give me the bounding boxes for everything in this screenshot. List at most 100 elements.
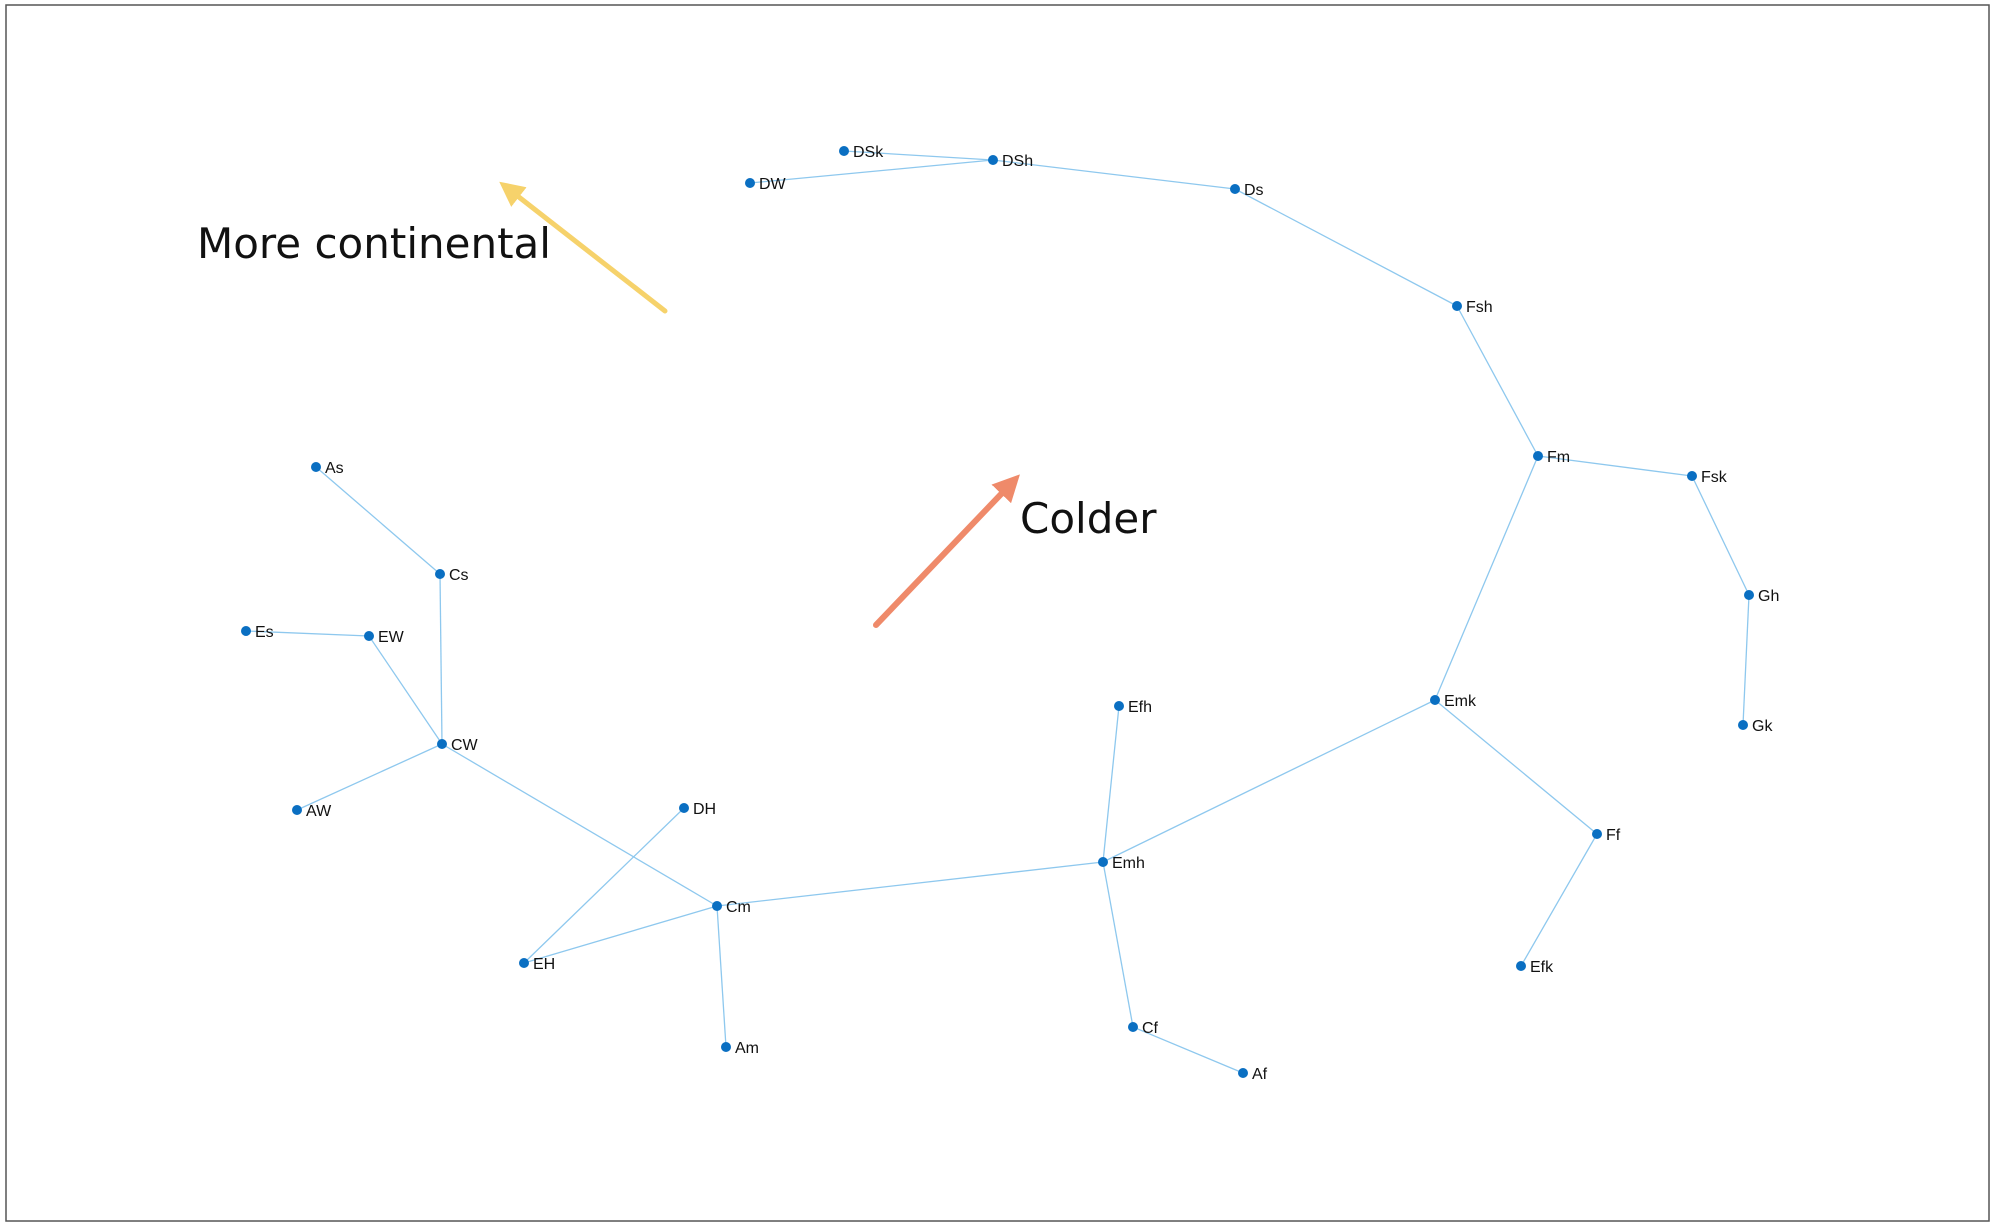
node-label: EW: [378, 629, 405, 646]
edge-Cm-EH: [523, 905, 718, 964]
node-label: As: [325, 460, 344, 477]
node-marker: [1238, 1068, 1248, 1078]
node-Cm: Cm: [712, 899, 751, 916]
node-label: DW: [759, 176, 787, 193]
edge-Efh-Emh: [1102, 705, 1120, 863]
edge-DSk-DSh: [843, 150, 994, 161]
diagram-frame: [5, 4, 1990, 1222]
node-Emk: Emk: [1430, 693, 1477, 710]
edge-Cm-CW: [441, 743, 718, 907]
node-AW: AW: [292, 803, 332, 820]
node-label: Fsk: [1701, 469, 1728, 486]
node-Af: Af: [1238, 1066, 1268, 1083]
node-label: Cf: [1142, 1020, 1159, 1037]
edge-Emk-Ff: [1434, 699, 1598, 835]
node-EW: EW: [364, 629, 405, 646]
node-label: CW: [451, 737, 479, 754]
node-Efk: Efk: [1516, 959, 1554, 976]
node-label: Cs: [449, 567, 469, 584]
node-label: Fm: [1547, 449, 1570, 466]
node-label: EH: [533, 956, 555, 973]
edge-DW-DSh: [749, 159, 994, 184]
node-Gh: Gh: [1744, 588, 1779, 605]
node-Emh: Emh: [1098, 855, 1145, 872]
node-EH: EH: [519, 956, 555, 973]
edge-Fm-Fsk: [1537, 455, 1693, 477]
node-marker: [745, 178, 755, 188]
node-Ds: Ds: [1230, 182, 1264, 199]
edge-Emh-Cf: [1102, 861, 1134, 1028]
node-marker: [1687, 471, 1697, 481]
node-DSh: DSh: [988, 153, 1033, 170]
node-Am: Am: [721, 1040, 759, 1057]
edge-EH-DH: [523, 807, 685, 964]
edge-Ff-Efk: [1520, 833, 1598, 967]
continental-label: More continental: [197, 219, 551, 268]
node-label: Emh: [1112, 855, 1145, 872]
continental-annotation: More continental: [197, 181, 668, 314]
edge-Emh-Cm: [716, 861, 1104, 907]
edge-Cs-As: [315, 466, 441, 575]
edge-CW-Cs: [439, 573, 443, 745]
node-CW: CW: [437, 737, 479, 754]
edge-Fsk-Gh: [1691, 475, 1750, 596]
node-Fm: Fm: [1533, 449, 1570, 466]
node-marker: [519, 958, 529, 968]
node-marker: [1516, 961, 1526, 971]
node-label: Gk: [1752, 718, 1773, 735]
edge-CW-AW: [296, 743, 443, 811]
node-Efh: Efh: [1114, 699, 1152, 716]
node-marker: [1430, 695, 1440, 705]
edge-Emk-Emh: [1102, 699, 1436, 863]
edge-DSh-Ds: [992, 159, 1236, 190]
node-marker: [1114, 701, 1124, 711]
node-label: Fsh: [1466, 299, 1493, 316]
node-label: Ff: [1606, 827, 1621, 844]
node-label: Am: [735, 1040, 759, 1057]
node-label: Emk: [1444, 693, 1477, 710]
edges-layer: [245, 150, 1750, 1074]
edge-Cm-Am: [716, 905, 727, 1048]
node-label: Efh: [1128, 699, 1152, 716]
node-marker: [311, 462, 321, 472]
node-marker: [712, 901, 722, 911]
node-marker: [435, 569, 445, 579]
node-marker: [1452, 301, 1462, 311]
node-As: As: [311, 460, 344, 477]
edge-CW-EW: [368, 635, 443, 745]
node-marker: [1098, 857, 1108, 867]
edge-Fm-Emk: [1434, 455, 1539, 701]
node-marker: [721, 1042, 731, 1052]
node-Fsh: Fsh: [1452, 299, 1493, 316]
colder-annotation: Colder: [873, 474, 1157, 628]
node-marker: [1592, 829, 1602, 839]
node-marker: [679, 803, 689, 813]
node-marker: [1738, 720, 1748, 730]
colder-arrow: [873, 474, 1020, 628]
node-Cf: Cf: [1128, 1020, 1159, 1037]
node-marker: [364, 631, 374, 641]
node-marker: [1230, 184, 1240, 194]
continental-arrow: [499, 181, 668, 314]
node-marker: [988, 155, 998, 165]
node-Es: Es: [241, 624, 274, 641]
edge-EW-Es: [245, 630, 370, 637]
node-Fsk: Fsk: [1687, 469, 1728, 486]
node-marker: [292, 805, 302, 815]
node-marker: [437, 739, 447, 749]
node-marker: [241, 626, 251, 636]
edge-Ds-Fsh: [1234, 188, 1458, 307]
node-marker: [839, 146, 849, 156]
node-DW: DW: [745, 176, 787, 193]
edge-Gh-Gk: [1742, 594, 1750, 726]
node-Ff: Ff: [1592, 827, 1621, 844]
edge-Fsh-Fm: [1456, 305, 1539, 457]
node-marker: [1128, 1022, 1138, 1032]
node-DSk: DSk: [839, 144, 884, 161]
node-label: DSk: [853, 144, 884, 161]
node-marker: [1744, 590, 1754, 600]
node-label: Ds: [1244, 182, 1264, 199]
node-Cs: Cs: [435, 567, 469, 584]
